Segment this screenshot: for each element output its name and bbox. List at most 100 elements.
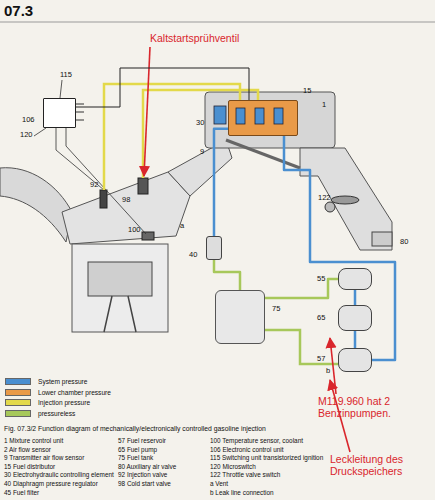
- fuel-line: [354, 331, 357, 348]
- fuel-line: [214, 260, 240, 290]
- parts-list-item: 80 Auxiliary air valve: [118, 463, 176, 470]
- parts-list-item: 57 Fuel reservoir: [118, 437, 166, 444]
- legend-swatch: [5, 410, 31, 417]
- figure-caption: Fig. 07.3/2 Function diagram of mechanic…: [4, 425, 266, 432]
- mixture-control-housing: [205, 92, 335, 148]
- parts-list-item: 75 Fuel tank: [118, 454, 153, 461]
- legend-swatch: [5, 378, 31, 385]
- parts-list-item: a Vent: [210, 480, 228, 487]
- parts-list-item: 106 Electronic control unit: [210, 446, 284, 453]
- legend-text: Injection pressure: [38, 398, 90, 407]
- legend-row: Injection pressure: [5, 398, 135, 408]
- injection-line: [104, 84, 240, 190]
- aux-air-valve: [372, 232, 392, 246]
- parts-list-item: 65 Fuel pump: [118, 446, 157, 453]
- annotation-arrow: [330, 338, 336, 394]
- legend-row: System pressure: [5, 377, 135, 387]
- callout-number: a: [180, 222, 184, 230]
- parts-list-item: 30 Electrohydraulic controlling element: [4, 471, 114, 478]
- callout-number: b: [326, 367, 330, 375]
- annotation-arrow: [330, 380, 350, 452]
- connector-pins: [76, 104, 84, 120]
- electrohydraulic-element: [214, 106, 226, 124]
- legend-text: pressureless: [38, 409, 75, 418]
- section-title: 07.3: [4, 3, 33, 20]
- fuel-line: [284, 136, 395, 360]
- callout-number: 98: [122, 196, 130, 204]
- parts-list-item: 1 Mixture control unit: [4, 437, 63, 444]
- injection-valve: [100, 190, 107, 208]
- legend-text: Lower chamber pressure: [38, 388, 111, 397]
- annotation-text: Leckleitung des Druckspeichers: [330, 454, 434, 477]
- parts-list-item: 2 Air flow sensor: [4, 446, 51, 453]
- exhaust-pipe: [0, 168, 72, 242]
- parts-list-item: 98 Cold start valve: [118, 480, 171, 487]
- callout-number: 106: [22, 116, 35, 124]
- parts-list-item: 122 Throttle valve switch: [210, 471, 280, 478]
- header-rule: [0, 22, 435, 23]
- callout-number: 1: [322, 101, 326, 109]
- cold-start-valve: [138, 178, 148, 194]
- fuel-reservoir: 57: [338, 348, 372, 372]
- callout-number: 30: [196, 119, 204, 127]
- fuel-tank: 75: [215, 290, 265, 344]
- leak-line: [265, 330, 338, 364]
- parts-list-item: 92 Injection valve: [118, 471, 167, 478]
- callout-number: 15: [303, 87, 311, 95]
- wiring: [34, 80, 146, 234]
- callout-number: 40: [189, 251, 197, 259]
- piston: [88, 262, 152, 296]
- parts-list-item: 15 Fuel distributor: [4, 463, 55, 470]
- fuel-line: [265, 279, 338, 298]
- distributor-valve: [255, 108, 264, 124]
- air-funnel: [300, 148, 392, 250]
- callout-number: 57: [317, 355, 325, 363]
- legend-swatch: [5, 389, 31, 396]
- annotation-text: M119.960 hat 2 Benzinpumpen.: [318, 396, 422, 419]
- parts-list-item: 9 Transmitter air flow sensor: [4, 454, 84, 461]
- fuel-pump: 55: [338, 268, 372, 290]
- cylinder-head: [62, 172, 190, 244]
- parts-list-item: b Leak line connection: [210, 489, 274, 496]
- fuel-pump: 65: [338, 305, 372, 331]
- callout-number: 120: [20, 131, 33, 139]
- callout-number: 80: [400, 238, 408, 246]
- distributor-valve: [236, 108, 245, 124]
- callout-number: 115: [60, 71, 72, 79]
- cylinder-block: [72, 244, 168, 332]
- callout-number: 100: [128, 226, 141, 234]
- callout-number: 9: [200, 148, 204, 156]
- temperature-sensor: [142, 232, 154, 240]
- parts-list-item: 100 Temperature sensor, coolant: [210, 437, 303, 444]
- air-flow-plate: [331, 196, 359, 204]
- annotation-text: Kaltstartsprühventil: [150, 33, 239, 45]
- connecting-rod: [104, 296, 136, 332]
- legend-row: pressureless: [5, 409, 135, 419]
- parts-list-item: 115 Switching unit transistorized igniti…: [210, 454, 323, 461]
- fuel-line: [214, 129, 228, 236]
- parts-list-item: 40 Diaphragm pressure regulator: [4, 480, 98, 487]
- pressure-regulator: 40: [206, 236, 222, 260]
- sensor-lever: [226, 140, 300, 168]
- callout-number: 55: [317, 275, 325, 283]
- callout-number: 92: [90, 181, 98, 189]
- annotation-arrow: [144, 47, 150, 176]
- parts-list-item: 45 Fuel filter: [4, 489, 39, 496]
- callout-number: 75: [272, 305, 280, 313]
- fuel-distributor: 15: [228, 100, 298, 136]
- fuel-line: [354, 290, 357, 305]
- throttle-switch: [325, 202, 335, 212]
- parts-list-item: 120 Microswitch: [210, 463, 256, 470]
- distributor-valve: [274, 108, 283, 124]
- callout-number: 122: [318, 194, 331, 202]
- signal-wire: [76, 68, 249, 107]
- legend-row: Lower chamber pressure: [5, 388, 135, 398]
- legend: System pressureLower chamber pressureInj…: [5, 377, 135, 421]
- legend-swatch: [5, 399, 31, 406]
- callout-number: 65: [317, 314, 325, 322]
